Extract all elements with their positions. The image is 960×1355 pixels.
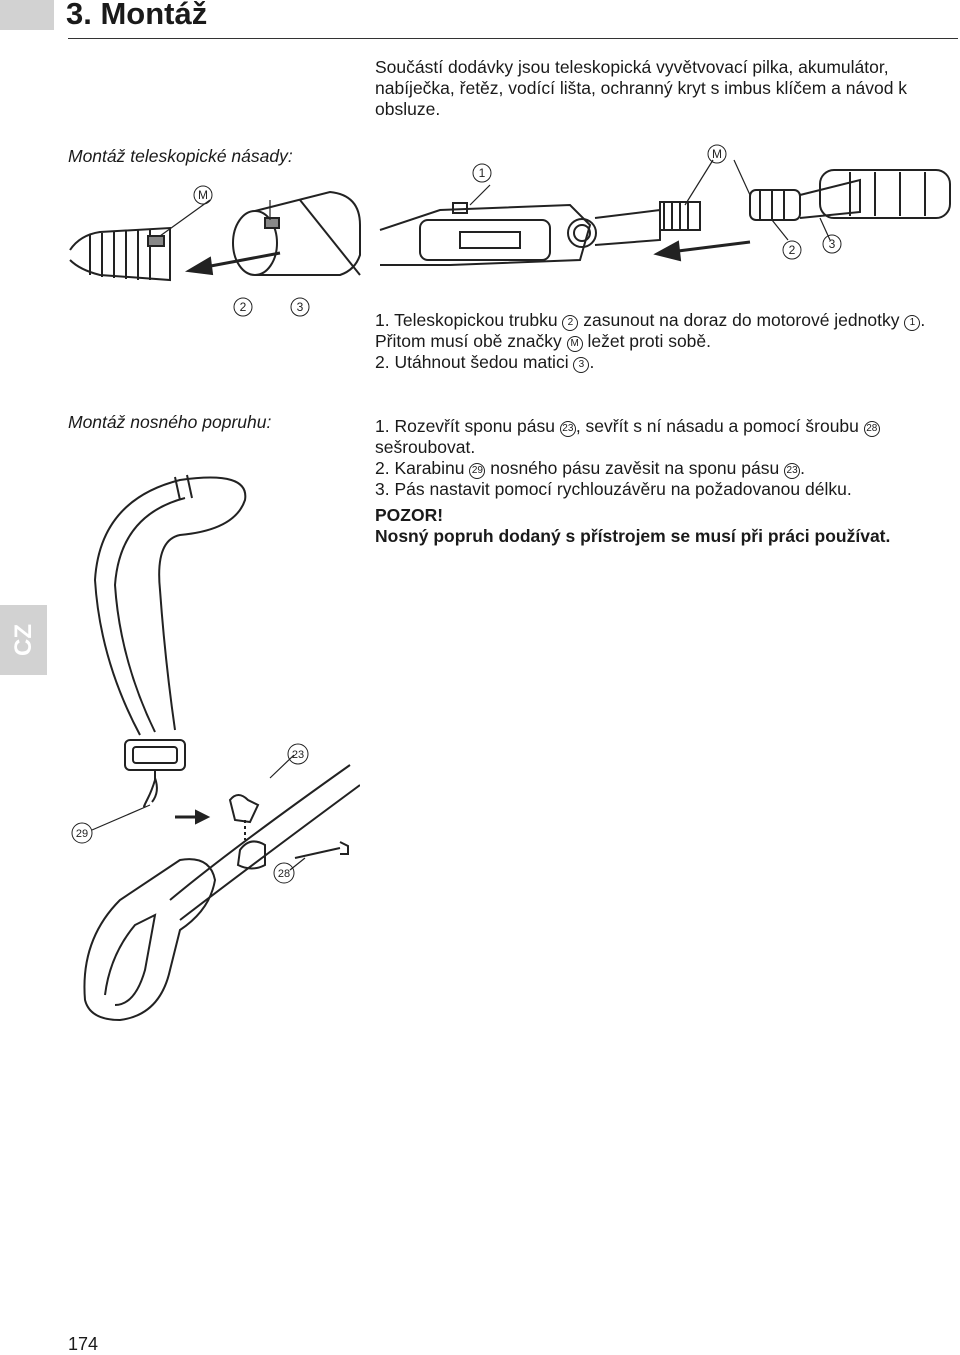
- label-m-left: M: [198, 188, 208, 202]
- section-title: 3. Montáž: [66, 0, 208, 31]
- warning-title: POZOR!: [375, 505, 444, 525]
- label-3-left: 3: [297, 300, 304, 314]
- strap-assembly-figure: 23 28 29: [71, 474, 360, 1022]
- telescopic-assembly-figure: M 1 M 2 3 2 3: [69, 144, 951, 317]
- strap-heading: Montáž nosného popruhu:: [68, 412, 272, 432]
- label-29: 29: [76, 828, 88, 840]
- strap-step-1: 1. Rozevřít sponu pásu 23, sevřít s ní n…: [375, 416, 960, 458]
- strap-step-2: 2. Karabinu 29 nosného pásu zavěsit na s…: [375, 458, 805, 479]
- telescopic-steps: 1. Teleskopickou trubku 2 zasunout na do…: [375, 310, 960, 373]
- label-m-right: M: [712, 147, 722, 161]
- language-tab-label: CZ: [10, 624, 37, 656]
- label-23: 23: [292, 749, 304, 761]
- label-2-right: 2: [789, 243, 796, 257]
- telescopic-step-2: 2. Utáhnout šedou matici 3.: [375, 352, 595, 373]
- language-tab: CZ: [0, 605, 47, 675]
- intro-paragraph: Součástí dodávky jsou teleskopická vyvět…: [375, 57, 908, 119]
- warning-text: Nosný popruh dodaný s přístrojem se musí…: [375, 526, 891, 546]
- label-1: 1: [479, 166, 486, 180]
- label-28: 28: [278, 868, 290, 880]
- page-number: 174: [68, 1334, 99, 1354]
- strap-steps: 1. Rozevřít sponu pásu 23, sevřít s ní n…: [375, 416, 960, 547]
- telescopic-heading: Montáž teleskopické násady:: [68, 146, 293, 166]
- header-rule: [68, 38, 958, 39]
- strap-step-3: 3. Pás nastavit pomocí rychlouzávěru na …: [375, 479, 852, 499]
- telescopic-step-1: 1. Teleskopickou trubku 2 zasunout na do…: [375, 310, 926, 352]
- label-3-right: 3: [829, 237, 836, 251]
- header-bar: [0, 0, 54, 30]
- label-2-left: 2: [240, 300, 247, 314]
